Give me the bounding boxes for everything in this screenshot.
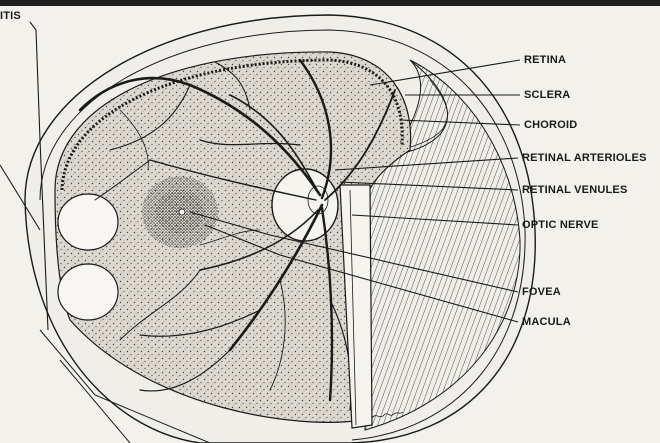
label-optic-nerve: OPTIC NERVE [522,219,599,231]
label-choroid: CHOROID [524,119,577,131]
label-retinal-arterioles: RETINAL ARTERIOLES [522,152,647,164]
label-sclera: SCLERA [524,89,570,101]
macula-region [142,176,218,248]
label-macula: MACULA [522,316,571,328]
label-fovea: FOVEA [522,286,561,298]
fovea-pit [179,209,185,215]
label-cut-off-itis: ITIS [0,10,21,22]
label-retinal-venules: RETINAL VENULES [522,184,627,196]
label-retina: RETINA [524,54,566,66]
